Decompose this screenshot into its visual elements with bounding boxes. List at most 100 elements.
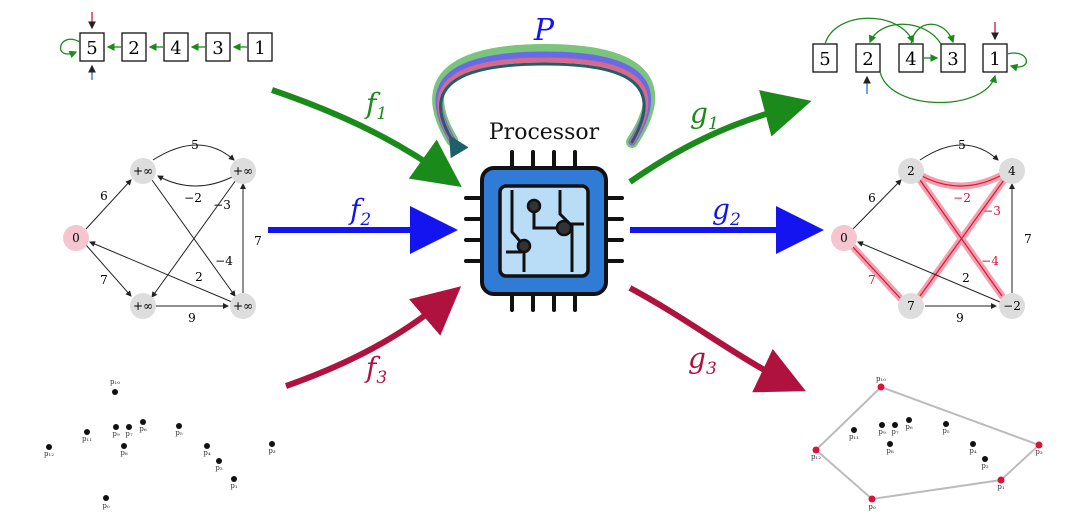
svg-text:+∞: +∞ [233, 299, 253, 313]
input-linked-list: 5 2 4 3 1 [60, 12, 273, 80]
svg-text:4: 4 [1008, 164, 1016, 178]
list-item: 1 [247, 32, 273, 62]
edge-weight: 7 [100, 273, 108, 287]
graph-node: +∞ [230, 158, 256, 184]
graph-node: +∞ [130, 293, 156, 319]
list-item: 4 [163, 32, 189, 62]
list-item-label: 4 [170, 38, 181, 59]
processor-loop-arrow [432, 43, 656, 159]
graph-edge [919, 144, 999, 161]
edge-weight: −3 [983, 204, 1001, 218]
graph-edge [857, 241, 1001, 303]
edge-weight: −2 [953, 191, 971, 205]
point-label: p₁₀ [876, 375, 886, 383]
point-label: p₉ [112, 430, 119, 438]
svg-text:2: 2 [907, 164, 915, 178]
edge-weight: 5 [958, 138, 966, 152]
g3-label: g3 [688, 342, 717, 379]
input-point-set: p₁₀ p₁₁ p₉ p₇ p₆ p₈ p₅ p₁₂ p₄ p₃ p₂ p₁ p… [44, 378, 276, 510]
graph-edge [85, 244, 132, 297]
list-item-label: 3 [947, 49, 958, 70]
list-item: 2 [855, 43, 881, 73]
convex-hull [814, 385, 1041, 501]
list-item-label: 4 [905, 49, 916, 70]
edge-weight: 6 [868, 191, 876, 205]
edge-weight: 5 [191, 138, 199, 152]
edge-weight: 2 [195, 270, 203, 284]
point-label: p₈ [120, 449, 127, 457]
list-item-label: 1 [254, 38, 265, 59]
point-label: p₄ [203, 449, 210, 457]
list-pointer-arrow [868, 23, 942, 45]
point-label: p₃ [268, 447, 275, 455]
processor-chip-icon [464, 150, 624, 312]
edge-weight: 9 [956, 311, 964, 325]
graph-node-source: 0 [831, 225, 857, 251]
list-item: 4 [898, 43, 924, 73]
graph-edge [152, 144, 235, 161]
point-label: p₀ [868, 503, 875, 511]
list-item-label: 1 [989, 49, 1000, 70]
svg-text:−2: −2 [1003, 299, 1021, 313]
graph-node-source: 0 [63, 225, 89, 251]
g2-label: g2 [712, 193, 741, 230]
point-label: p₁₂ [44, 450, 54, 458]
graph-edge [851, 179, 902, 231]
point-label: p₉ [878, 428, 885, 436]
output-linked-list: 5 2 4 3 1 [812, 17, 1028, 104]
graph-node: +∞ [230, 293, 256, 319]
svg-text:0: 0 [72, 231, 80, 245]
f2-label: f2 [348, 193, 371, 230]
graph-edge [85, 179, 132, 230]
point-label: p₄ [969, 447, 976, 455]
edge-weight: 6 [100, 189, 108, 203]
list-item-label: 3 [212, 38, 223, 59]
edge-weight: −4 [981, 254, 999, 268]
point-label: p₈ [886, 447, 893, 455]
p-label: P [533, 13, 555, 48]
svg-text:7: 7 [907, 299, 915, 313]
point-label: p₁₁ [849, 433, 859, 441]
f3-label: f3 [364, 351, 387, 388]
point-label: p₀ [102, 502, 109, 510]
output-point-set: p₁₀ p₁₁ p₉ p₇ p₆ p₈ p₅ p₁₂ p₄ p₃ p₂ p₁ p… [811, 375, 1043, 511]
point-label: p₇ [891, 428, 898, 436]
point-label: p₁ [997, 483, 1004, 491]
list-item-label: 5 [86, 38, 97, 59]
edge-weight: 9 [188, 311, 196, 325]
output-graph: 5 6 −2 −3 7 −4 2 7 9 0 2 4 7 −2 [831, 138, 1032, 325]
svg-text:+∞: +∞ [133, 164, 153, 178]
edge-weight: 7 [1024, 232, 1032, 246]
point-label: p₁₂ [811, 453, 821, 461]
graph-node: 2 [898, 158, 924, 184]
graph-node: +∞ [130, 158, 156, 184]
list-item: 3 [940, 43, 966, 73]
point-label: p₅ [175, 429, 182, 437]
f1-label: f1 [364, 87, 387, 124]
g1-arrow [628, 90, 812, 185]
edge-weight: −3 [213, 198, 231, 212]
g3-arrow [628, 285, 806, 393]
graph-edge [157, 175, 235, 187]
list-item: 5 [812, 43, 838, 73]
g1-label: g1 [690, 97, 719, 134]
edge-weight: 2 [962, 271, 970, 285]
graph-edge [151, 179, 236, 297]
graph-node: 4 [999, 158, 1025, 184]
list-pointer-arrow [879, 71, 998, 104]
edge-weight: −4 [215, 254, 233, 268]
processor-label: Processor [489, 120, 600, 145]
f3-arrow [285, 286, 462, 389]
input-graph: 5 6 −2 −3 7 −4 2 7 9 0 +∞ +∞ +∞ +∞ [63, 138, 262, 325]
f1-arrow [271, 87, 462, 187]
list-item-label: 2 [128, 38, 139, 59]
shortest-path-edges [851, 175, 1005, 299]
list-item-label: 5 [819, 49, 830, 70]
point-label: p₁₀ [110, 378, 120, 386]
list-item: 3 [205, 32, 231, 62]
point-label: p₁₁ [82, 435, 92, 443]
self-loop-arrow [1006, 52, 1028, 72]
edge-weight: 7 [868, 273, 876, 287]
point-label: p₆ [905, 423, 912, 431]
